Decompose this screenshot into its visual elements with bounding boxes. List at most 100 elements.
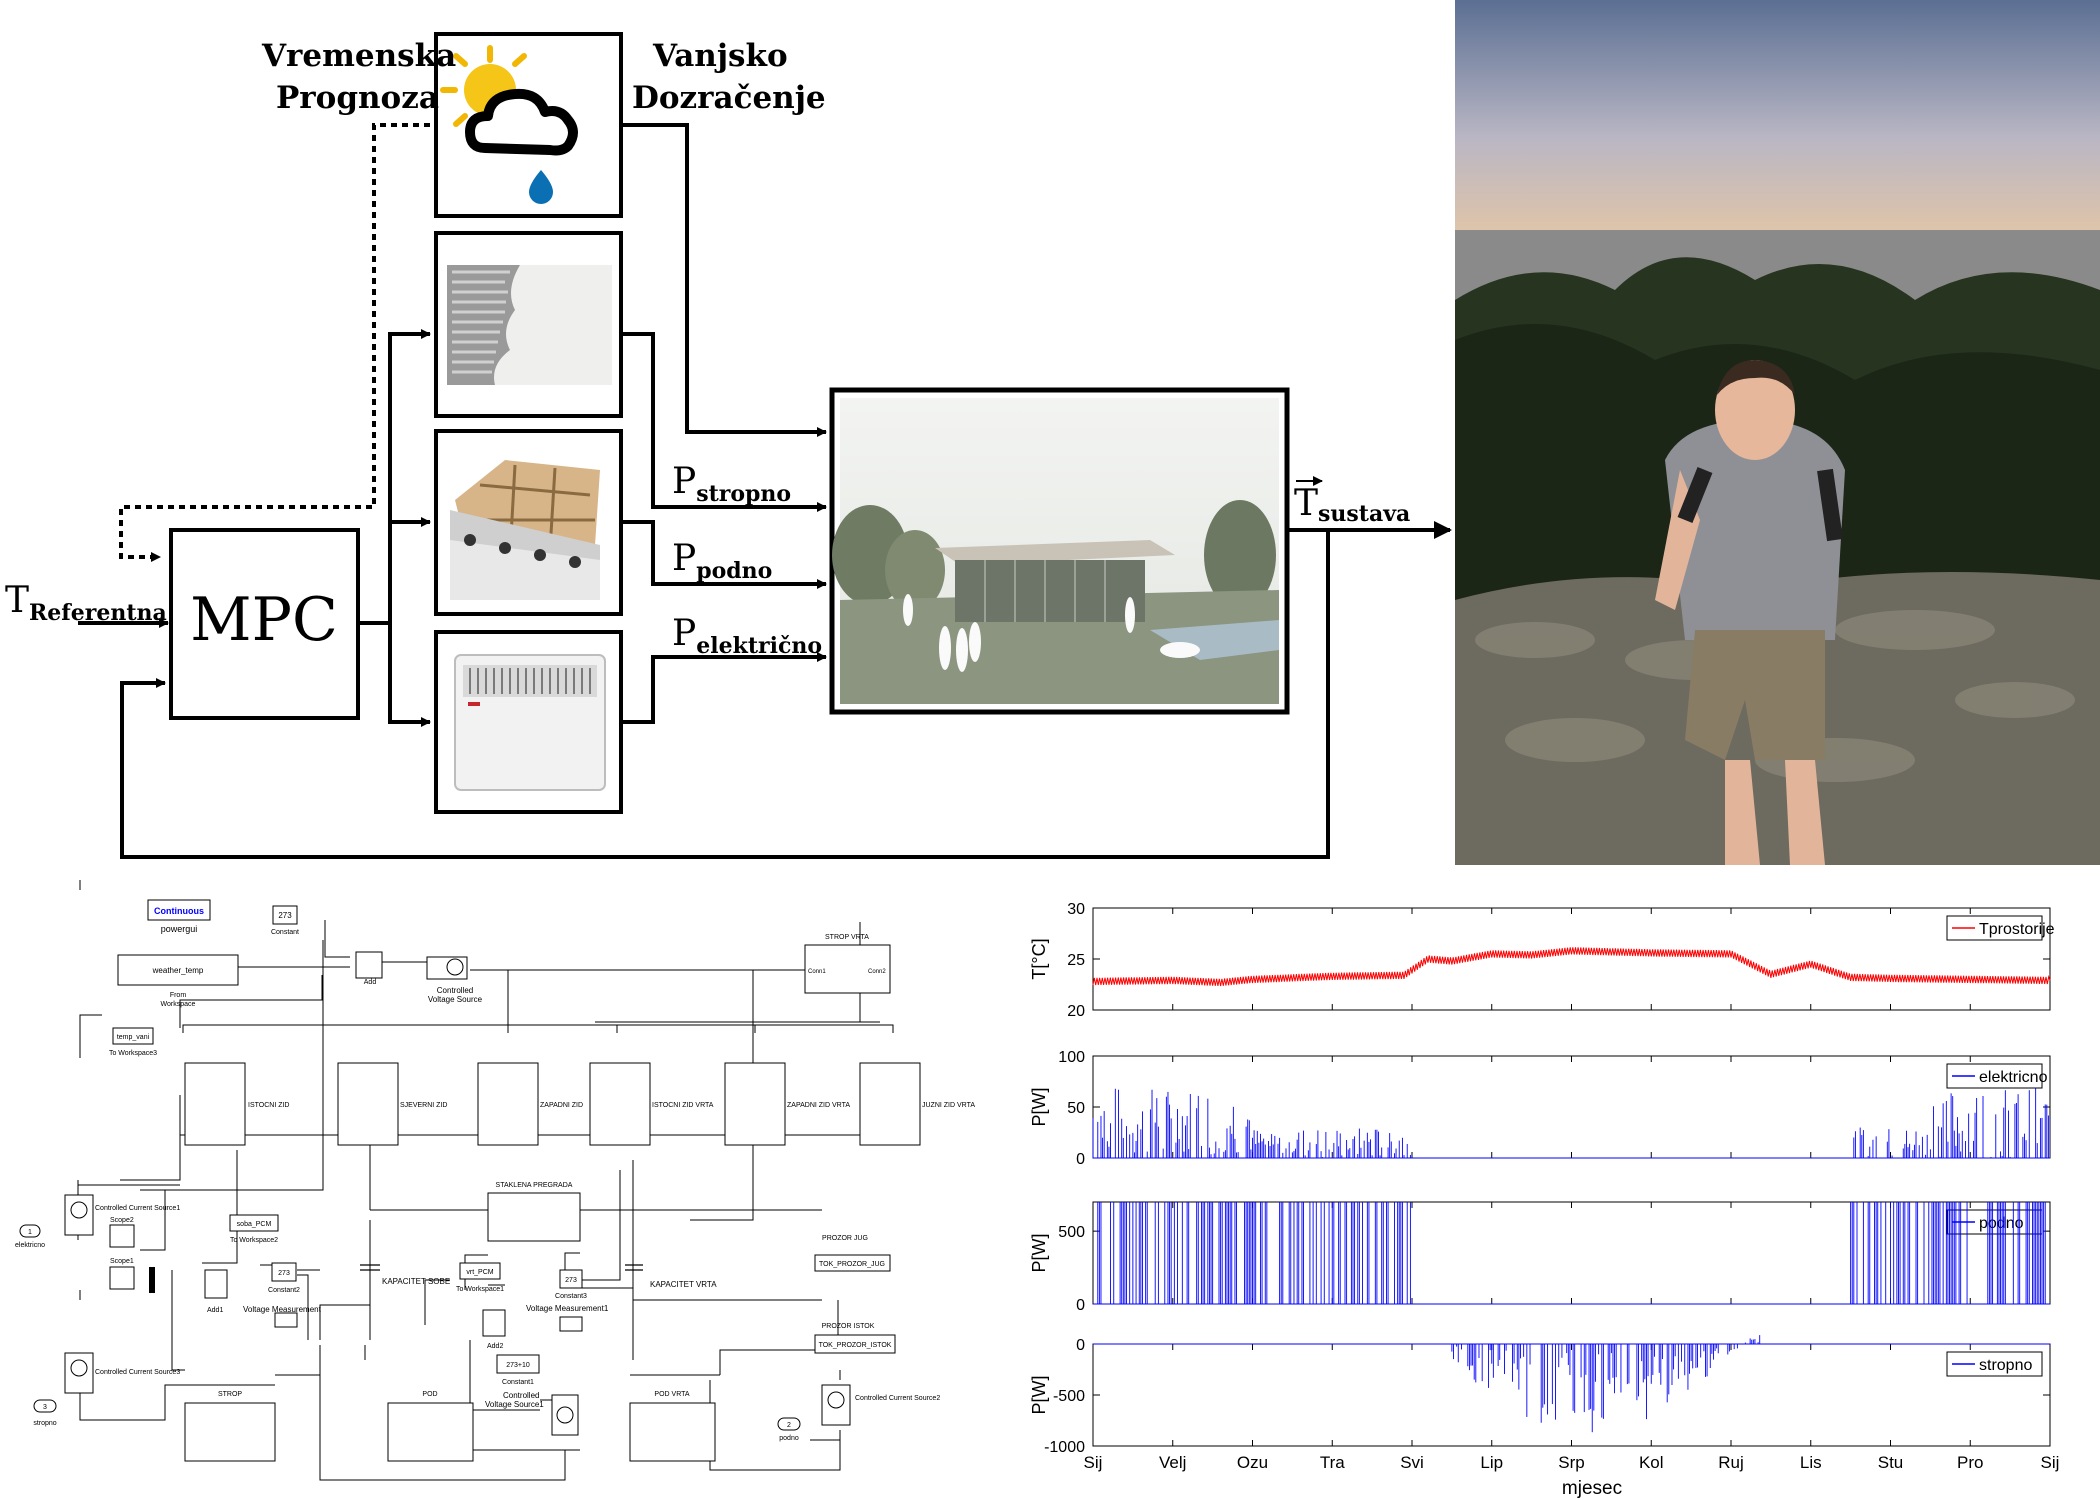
x-tick-label: Sij <box>1084 1453 1103 1472</box>
electric-radiator-image <box>454 654 606 791</box>
y-axis-label: P[W] <box>1029 1376 1049 1415</box>
constant-block[interactable] <box>272 905 298 925</box>
person-figure <box>1655 360 1845 865</box>
add2-block[interactable] <box>482 1309 506 1337</box>
kap-sobe-label: KAPACITET SOBE <box>382 1277 450 1286</box>
legend-label: elektricno <box>1979 1069 2048 1086</box>
wall-label-2: SJEVERNI ZID <box>400 1102 447 1109</box>
to-workspace3-value: temp_vani <box>117 1034 150 1041</box>
ccs3-name: Controlled Current Source3 <box>95 1369 180 1376</box>
add1-block[interactable] <box>204 1269 228 1299</box>
cvs1-name2: Voltage Source1 <box>485 1400 544 1409</box>
wall-block-6[interactable] <box>859 1062 921 1146</box>
from-workspace-block[interactable] <box>117 954 239 986</box>
pod-block[interactable] <box>387 1402 474 1462</box>
prozor-jug-block[interactable] <box>814 1254 891 1272</box>
radiation-label-line1: Vanjsko <box>652 38 788 74</box>
inport-1[interactable] <box>19 1224 41 1238</box>
conn-label: Conn2 <box>868 969 886 975</box>
wall-block-4[interactable] <box>589 1062 651 1146</box>
y-axis-label: P[W] <box>1029 1234 1049 1273</box>
capacitor-vrta <box>625 1264 643 1271</box>
radiation-to-building-line <box>621 123 827 437</box>
wall-block-3[interactable] <box>477 1062 539 1146</box>
constant2-name: Constant2 <box>268 1287 300 1294</box>
prozor-istok-block[interactable] <box>814 1334 896 1354</box>
pod-vrta-block[interactable] <box>629 1402 716 1462</box>
constant1-value: 273+10 <box>506 1362 530 1369</box>
ccs1-name: Controlled Current Source1 <box>95 1205 180 1212</box>
weather-label-line1: Vremenska <box>261 38 456 74</box>
to-workspace1-value: vrt_PCM <box>466 1269 493 1276</box>
vm-name: Voltage Measurement <box>243 1305 322 1314</box>
x-tick-label: Ruj <box>1718 1453 1744 1472</box>
x-tick-label: Pro <box>1957 1453 1983 1472</box>
wire <box>140 940 324 1251</box>
constant1-block[interactable] <box>496 1354 540 1374</box>
wire <box>616 1025 756 1033</box>
constant-value: 273 <box>278 911 292 920</box>
plot-frame <box>1092 907 2051 1011</box>
scope1-block[interactable] <box>109 1266 135 1290</box>
add-name: Add <box>364 979 377 986</box>
svg-text:Tsustava: Tsustava <box>1294 483 1410 527</box>
weather-label-line2: Prognoza <box>276 80 439 116</box>
y-tick-label: 25 <box>1067 952 1085 969</box>
radiation-label-line2: Dozračenje <box>632 80 826 116</box>
plot-frame <box>1092 1343 2051 1447</box>
to-workspace1-name: To Workspace1 <box>456 1286 504 1293</box>
wall-block-2[interactable] <box>337 1062 399 1146</box>
scope2-name: Scope2 <box>110 1217 134 1224</box>
wire <box>324 920 350 958</box>
series-line <box>1092 947 2051 987</box>
legend-label: Tprostorije <box>1979 921 2055 938</box>
strop-block[interactable] <box>184 1402 276 1462</box>
voltage-measurement1-block[interactable] <box>559 1316 583 1332</box>
y-tick-label: 0 <box>1076 1297 1085 1314</box>
inport-2[interactable] <box>777 1417 801 1431</box>
electric-to-building-line <box>621 652 827 724</box>
inport-3[interactable] <box>33 1399 57 1413</box>
author-photo <box>1455 0 2100 865</box>
x-tick-label: Sij <box>2041 1453 2060 1472</box>
pod-name: POD <box>422 1391 437 1398</box>
strop-name: STROP <box>218 1391 242 1398</box>
feedback-line <box>120 530 1330 859</box>
simulation-results-plots: mjesec 302520T[°C]Tprostorije100500P[W]e… <box>1029 901 2060 1499</box>
floor-power-label: Ppodno <box>672 538 772 584</box>
wall-label-5: ZAPADNI ZID VRTA <box>787 1102 850 1109</box>
legend-label: podno <box>1979 1215 2024 1232</box>
x-tick-label: Lip <box>1480 1453 1503 1472</box>
system-temp-label: Tsustava <box>1294 476 1410 527</box>
to-workspace2-block[interactable] <box>229 1214 279 1232</box>
x-axis-title: mjesec <box>1562 1478 1622 1499</box>
wall-label-4: ISTOCNI ZID VRTA <box>652 1102 714 1109</box>
reference-temp-label: TReferentna <box>5 580 167 626</box>
to-workspace3-block[interactable] <box>112 1027 154 1045</box>
capacitor-sobe <box>360 1264 380 1271</box>
x-tick-label: Srp <box>1558 1453 1584 1472</box>
voltage-measurement-block[interactable] <box>274 1312 298 1328</box>
x-tick-label: Stu <box>1878 1453 1904 1472</box>
add2-name: Add2 <box>487 1343 503 1350</box>
wall-block-5[interactable] <box>724 1062 786 1146</box>
inport-1-num: 1 <box>28 1229 32 1236</box>
wire <box>709 1370 841 1471</box>
wall-label-1: ISTOCNI ZID <box>248 1102 289 1109</box>
constant3-block[interactable] <box>559 1269 583 1289</box>
to-workspace1-block[interactable] <box>459 1262 501 1280</box>
constant2-block[interactable] <box>271 1262 297 1282</box>
wall-block-1[interactable] <box>184 1062 246 1146</box>
legend-label: stropno <box>1979 1357 2032 1374</box>
scope2-block[interactable] <box>109 1224 135 1248</box>
cvs1-name1: Controlled <box>503 1391 539 1400</box>
strop-vrta-block[interactable] <box>804 944 891 994</box>
prozor-istok-value: TOK_PROZOR_ISTOK <box>819 1342 892 1349</box>
add-block[interactable] <box>355 951 383 979</box>
staklena-pregrada-block[interactable] <box>487 1192 581 1242</box>
from-workspace-name1: From <box>170 992 187 999</box>
pod-vrta-name: POD VRTA <box>654 1391 689 1398</box>
cvs-name1: Controlled <box>437 986 473 995</box>
powergui-block[interactable] <box>147 899 211 921</box>
wire <box>297 1269 320 1340</box>
